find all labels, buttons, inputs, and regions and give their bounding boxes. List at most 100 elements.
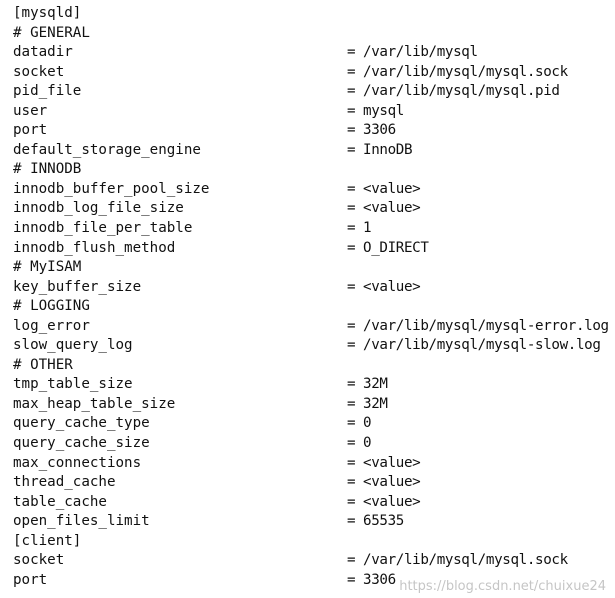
equals-sign: =	[347, 63, 356, 80]
config-value: 1	[363, 220, 372, 237]
config-key: port	[13, 571, 48, 588]
config-key: thread_cache	[13, 474, 116, 491]
comment-line: # LOGGING	[13, 298, 90, 315]
config-listing: [mysqld] # GENERAL datadir = /var/lib/mysq…	[13, 4, 611, 590]
config-line: max_heap_table_size = 32M	[13, 395, 611, 415]
config-key: innodb_buffer_pool_size	[13, 180, 210, 197]
config-key: innodb_flush_method	[13, 239, 176, 256]
config-value: /var/lib/mysql	[363, 44, 478, 61]
config-line: slow_query_log = /var/lib/mysql/mysql-slow…	[13, 336, 611, 356]
config-key: innodb_file_per_table	[13, 220, 193, 237]
config-value: <value>	[363, 454, 421, 471]
equals-sign: =	[347, 376, 356, 393]
config-value: /var/lib/mysql/mysql.sock	[363, 63, 568, 80]
equals-sign: =	[347, 474, 356, 491]
config-key: table_cache	[13, 493, 107, 510]
section-header: [mysqld]	[13, 5, 82, 21]
config-key: pid_file	[13, 83, 82, 100]
config-line: log_error = /var/lib/mysql/mysql-error.log	[13, 317, 611, 337]
config-key: innodb_log_file_size	[13, 200, 184, 217]
config-key: socket	[13, 63, 65, 80]
config-line: query_cache_size = 0	[13, 434, 611, 454]
equals-sign: =	[347, 44, 356, 61]
config-line: # MyISAM	[13, 258, 611, 278]
config-line: tmp_table_size=32M	[13, 375, 611, 395]
config-line: port = 3306	[13, 571, 611, 591]
comment-line: # MyISAM	[13, 259, 82, 276]
config-key: query_cache_size	[13, 435, 150, 452]
equals-sign: =	[347, 513, 356, 530]
equals-sign: =	[347, 435, 356, 452]
config-key: datadir	[13, 44, 73, 61]
config-key: key_buffer_size	[13, 278, 142, 295]
config-value: /var/lib/mysql/mysql-error.log	[363, 317, 609, 334]
config-line: query_cache_type = 0	[13, 414, 611, 434]
config-value: <value>	[363, 278, 421, 295]
config-value: 65535	[363, 513, 404, 530]
equals-sign: =	[347, 571, 356, 588]
equals-sign: =	[347, 454, 356, 471]
config-line: [mysqld]	[13, 4, 611, 24]
equals-sign: =	[347, 141, 356, 158]
config-key: query_cache_type	[13, 415, 150, 432]
config-line: # INNODB	[13, 160, 611, 180]
config-value: 0	[363, 415, 372, 432]
config-value: O_DIRECT	[363, 239, 429, 256]
comment-line: # INNODB	[13, 161, 82, 178]
config-key: default_storage_engine	[13, 141, 201, 158]
config-line: # GENERAL	[13, 24, 611, 44]
config-value: <value>	[363, 493, 421, 510]
config-key: slow_query_log	[13, 337, 133, 354]
config-value: <value>	[363, 474, 421, 491]
section-header: [client]	[13, 532, 82, 549]
config-line: innodb_file_per_table = 1	[13, 219, 611, 239]
config-line: [client]	[13, 532, 611, 552]
equals-sign: =	[347, 395, 356, 412]
config-key: log_error	[13, 317, 90, 334]
config-value: 32M	[363, 395, 388, 412]
config-line: default_storage_engine = InnoDB	[13, 141, 611, 161]
equals-sign: =	[347, 337, 356, 354]
equals-sign: =	[347, 180, 356, 197]
equals-sign: =	[347, 493, 356, 510]
equals-sign: =	[347, 220, 356, 237]
config-line: thread_cache = <value>	[13, 473, 611, 493]
config-value: <value>	[363, 200, 421, 217]
comment-line: # GENERAL	[13, 24, 90, 41]
comment-line: # OTHER	[13, 356, 73, 373]
config-value: /var/lib/mysql/mysql-slow.log	[363, 337, 601, 354]
config-line: open_files_limit = 65535	[13, 512, 611, 532]
equals-sign: =	[347, 102, 356, 119]
config-line: innodb_buffer_pool_size = <value>	[13, 180, 611, 200]
config-line: max_connections=<value>	[13, 454, 611, 474]
config-key: open_files_limit	[13, 513, 150, 530]
config-key: port	[13, 122, 48, 139]
config-key: max_heap_table_size	[13, 395, 176, 412]
config-line: table_cache = <value>	[13, 493, 611, 513]
config-value: 3306	[363, 571, 396, 588]
equals-sign: =	[347, 317, 356, 334]
config-line: innodb_flush_method = O_DIRECT	[13, 239, 611, 259]
equals-sign: =	[347, 552, 356, 569]
config-line: datadir = /var/lib/mysql	[13, 43, 611, 63]
equals-sign: =	[347, 122, 356, 139]
config-line: port = 3306	[13, 121, 611, 141]
equals-sign: =	[347, 83, 356, 100]
config-key: user	[13, 102, 48, 119]
watermark: https://blog.csdn.net/chuixue24	[399, 579, 606, 594]
config-value: InnoDB	[363, 141, 413, 158]
equals-sign: =	[347, 415, 356, 432]
config-value: <value>	[363, 180, 421, 197]
config-line: # OTHER	[13, 356, 611, 376]
equals-sign: =	[347, 200, 356, 217]
config-value: /var/lib/mysql/mysql.sock	[363, 552, 568, 569]
config-line: pid_file = /var/lib/mysql/mysql.pid	[13, 82, 611, 102]
config-value: 3306	[363, 122, 396, 139]
config-value: mysql	[363, 102, 404, 119]
config-line: key_buffer_size = <value>	[13, 278, 611, 298]
config-value: 0	[363, 435, 372, 452]
config-key: socket	[13, 552, 65, 569]
config-value: /var/lib/mysql/mysql.pid	[363, 83, 560, 100]
equals-sign: =	[347, 239, 356, 256]
equals-sign: =	[347, 278, 356, 295]
